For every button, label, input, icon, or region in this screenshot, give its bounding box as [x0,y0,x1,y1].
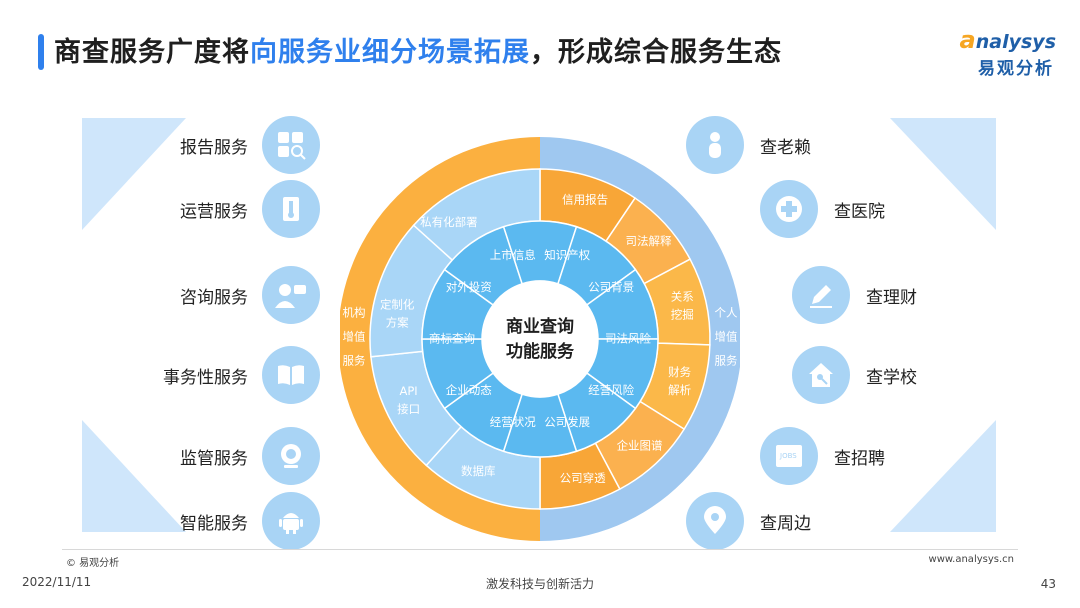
inner-label: 公司背景 [588,280,634,294]
inner-label: 上市信息 [490,248,536,262]
service-check-debtor: 查老赖 [686,116,811,174]
center-title-line1: 商业查询 [506,316,574,337]
thermometer-icon [262,180,320,238]
center-title-line2: 功能服务 [506,341,575,362]
service-supervision: 监管服务 [108,427,320,485]
service-check-school: 查学校 [792,346,917,404]
inner-label: 知识产权 [544,248,590,262]
middle-label: 定制化 [380,297,415,311]
outer-left-label: 机构 [343,306,366,320]
service-report: 报告服务 [108,116,320,174]
decor-triangle-top-left [82,118,186,230]
inner-label: 经营风险 [588,383,634,397]
middle-label: 私有化部署 [420,215,478,229]
inner-label: 司法风险 [605,332,651,346]
report-date: 2022/11/11 [22,575,92,589]
center-circle [482,281,598,397]
inner-label: 经营状况 [490,415,536,429]
outer-left-label: 服务 [343,354,366,368]
page-title: 商查服务广度将向服务业细分场景拓展，形成综合服务生态 [54,37,782,68]
pencil-icon [792,266,850,324]
middle-label: 接口 [397,402,420,416]
service-check-hospital: 查医院 [760,180,885,238]
middle-label: 司法解释 [625,234,671,248]
middle-label: 公司穿透 [560,471,606,485]
slogan: 激发科技与创新活力 [485,577,594,591]
service-check-finance: 查理财 [792,266,917,324]
middle-label: 企业图谱 [617,438,663,452]
service-transaction: 事务性服务 [108,346,320,404]
footer-divider [62,549,1018,550]
website: www.analysys.cn [928,554,1014,565]
consultant-icon [262,266,320,324]
decor-triangle-bottom-left [82,420,186,532]
medical-cross-icon [760,180,818,238]
inner-label: 对外投资 [446,280,492,294]
service-check-recruitment: JOBS 查招聘 [760,427,885,485]
decor-triangle-top-right [890,118,996,230]
outer-left-label: 增值 [343,330,366,344]
middle-label: API [399,384,417,398]
outer-right-label: 增值 [715,330,738,344]
middle-label: 挖掘 [671,308,694,322]
android-icon [262,492,320,550]
location-pin-icon [686,492,744,550]
decor-triangle-bottom-right [890,420,996,532]
open-book-icon [262,346,320,404]
outer-ring-left [340,137,540,541]
title-accent-bar [38,34,44,70]
copyright: © 易观分析 [66,558,120,569]
camera-icon [262,427,320,485]
page-number: 43 [1040,577,1056,591]
middle-label: 财务 [668,365,691,379]
middle-label: 解析 [668,383,691,397]
middle-label: 方案 [386,315,409,329]
svg-text:JOBS: JOBS [779,452,797,460]
outer-right-label: 个人 [715,306,738,320]
middle-label: 数据库 [461,464,496,478]
person-icon [686,116,744,174]
service-operation: 运营服务 [108,180,320,238]
inner-label: 商标查询 [429,332,475,346]
jobs-icon: JOBS [760,427,818,485]
service-check-nearby: 查周边 [686,492,811,550]
outer-right-label: 服务 [715,354,738,368]
house-icon [792,346,850,404]
report-grid-icon [262,116,320,174]
outer-ring-right [540,137,740,541]
analysys-logo: analysys 易观分析 [959,26,1056,79]
service-consulting: 咨询服务 [108,266,320,324]
inner-label: 企业动态 [446,383,492,397]
inner-label: 公司发展 [544,415,590,429]
middle-label: 关系 [671,290,694,304]
middle-label: 信用报告 [562,193,608,207]
service-intelligent: 智能服务 [108,492,320,550]
business-query-wheel: 商业查询功能服务 上市信息对外投资商标查询企业动态经营状况公司发展 经营风险 司法风险… [340,137,740,541]
